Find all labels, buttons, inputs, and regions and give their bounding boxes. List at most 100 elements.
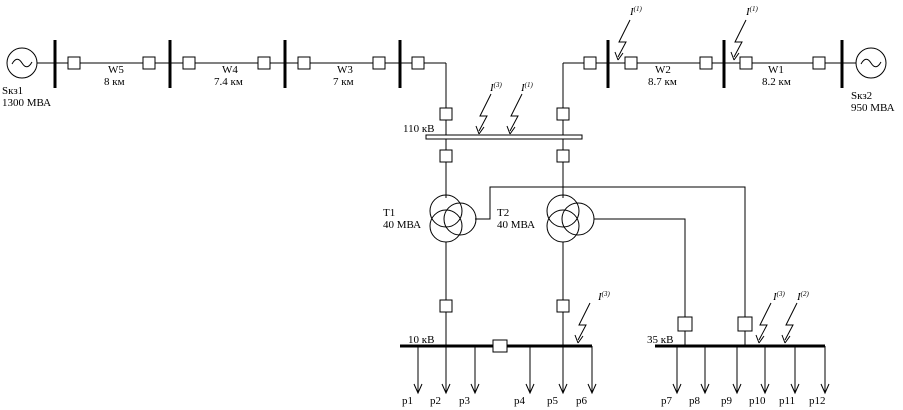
source-2-name: Sкз2 (851, 90, 872, 102)
fault-label: I(3) (772, 290, 786, 303)
line-w4-length: 7.4 км (214, 76, 243, 88)
arrow-down-icon (413, 383, 423, 395)
load-feeder: p11 (779, 346, 800, 407)
load-feeder: p5 (547, 346, 568, 407)
arrow-down-icon (790, 383, 800, 395)
t1-name: T1 (383, 207, 395, 219)
bus-section-breaker (492, 339, 508, 353)
t2-mv-feeder (594, 218, 686, 346)
sine-wave-icon (860, 58, 882, 68)
load-label: p9 (721, 395, 733, 407)
breaker (67, 56, 81, 70)
load-label: p4 (514, 395, 526, 407)
load-label: p6 (576, 395, 588, 407)
fault-marker: I(3) (755, 290, 786, 344)
load-label: p5 (547, 395, 559, 407)
breaker (439, 299, 453, 313)
line-w1-length: 8.2 км (762, 76, 791, 88)
load-feeder: p7 (661, 346, 682, 407)
generator-icon (855, 47, 887, 79)
arrow-down-icon (441, 383, 451, 395)
breaker (739, 56, 753, 70)
breaker (556, 107, 570, 121)
transformer-t1: T1 40 МВА (383, 139, 477, 346)
fault-marker: I(3) (574, 290, 611, 344)
load-feeder: p3 (459, 346, 480, 407)
arrow-down-icon (700, 383, 710, 395)
t2-name: T2 (497, 207, 509, 219)
load-feeder: p8 (689, 346, 710, 407)
t1-power: 40 МВА (383, 219, 421, 231)
lightning-icon (614, 19, 631, 61)
load-feeder: p12 (809, 346, 830, 407)
source-1-power: 1300 МВА (2, 97, 51, 109)
breaker (297, 56, 311, 70)
fault-marker: I(1) (730, 5, 759, 61)
line-w5-length: 8 км (104, 76, 125, 88)
breaker (142, 56, 156, 70)
right-line-chain: W2 8.7 км W1 8.2 км (556, 40, 844, 137)
mv-feeders (475, 186, 753, 346)
fault-label: I(1) (745, 5, 759, 18)
transformer-t2: T2 40 МВА (497, 139, 595, 346)
lightning-icon (506, 93, 523, 135)
bus-110kv: 110 кВ (403, 123, 583, 140)
line-w1-name: W1 (768, 64, 784, 76)
line-w2-name: W2 (655, 64, 671, 76)
left-line-chain: W5 8 км W4 7.4 км W3 7 км (37, 40, 453, 137)
arrow-down-icon (470, 383, 480, 395)
load-feeder: p6 (576, 346, 597, 407)
breaker (624, 56, 638, 70)
bus-35kv-label: 35 кВ (647, 334, 673, 346)
load-feeder: p10 (749, 346, 770, 407)
lightning-icon (730, 19, 747, 61)
breaker (257, 56, 271, 70)
breaker (372, 56, 386, 70)
load-feeder: p4 (514, 346, 535, 407)
arrow-down-icon (732, 383, 742, 395)
breaker (699, 56, 713, 70)
lightning-icon (755, 302, 772, 344)
t1-mv-feeder (475, 186, 746, 346)
breaker (182, 56, 196, 70)
load-label: p3 (459, 395, 471, 407)
source-2: Sкз2 950 МВА (842, 47, 895, 114)
fault-marker: I(2) (781, 290, 810, 344)
line-w5-name: W5 (108, 64, 124, 76)
load-feeder: p2 (430, 346, 451, 407)
arrow-down-icon (760, 383, 770, 395)
line-w3-name: W3 (337, 64, 353, 76)
breaker (812, 56, 826, 70)
bus-10kv-label: 10 кВ (408, 334, 434, 346)
load-label: p7 (661, 395, 673, 407)
load-label: p2 (430, 395, 441, 407)
load-feeders: p1 p2 p3 p4 p5 p6 p7 p8 p9 p10 p11 p12 (402, 346, 830, 407)
fault-label: I(3) (489, 81, 503, 94)
fault-markers: I(3) I(1) I(1) I(1) I(3) I(3) I(2) (475, 5, 810, 344)
load-label: p8 (689, 395, 701, 407)
line-w4-name: W4 (222, 64, 238, 76)
bus-110kv-label: 110 кВ (403, 123, 435, 135)
bus-35kv: 35 кВ (647, 334, 825, 348)
arrow-down-icon (820, 383, 830, 395)
breaker (439, 149, 453, 163)
line-w3-length: 7 км (333, 76, 354, 88)
arrow-down-icon (587, 383, 597, 395)
breaker (737, 316, 753, 332)
arrow-down-icon (558, 383, 568, 395)
fault-label: I(2) (796, 290, 810, 303)
load-label: p1 (402, 395, 413, 407)
breaker (439, 107, 453, 121)
load-feeder: p1 (402, 346, 423, 407)
load-label: p12 (809, 395, 826, 407)
fault-label: I(1) (629, 5, 643, 18)
fault-marker: I(1) (614, 5, 643, 61)
source-2-power: 950 МВА (851, 102, 895, 114)
arrow-down-icon (672, 383, 682, 395)
fault-label: I(1) (520, 81, 534, 94)
load-label: p10 (749, 395, 766, 407)
line-w2-length: 8.7 км (648, 76, 677, 88)
lightning-icon (475, 93, 492, 135)
lightning-icon (781, 302, 798, 344)
